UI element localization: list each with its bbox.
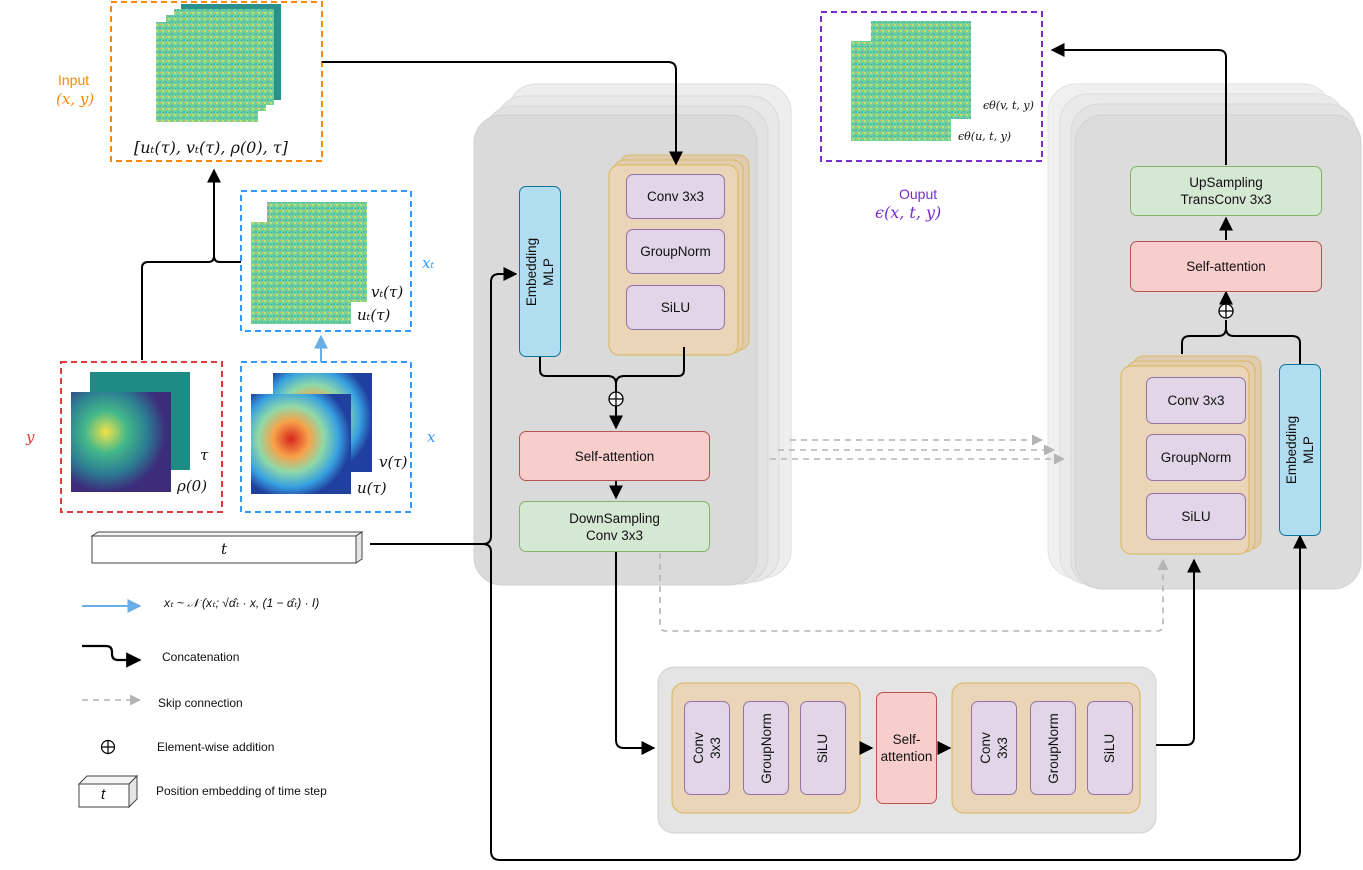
output-title: Ouput bbox=[899, 186, 938, 202]
bottleneck-groupnorm-left-label: GroupNorm bbox=[758, 712, 774, 784]
xt-field-stack bbox=[251, 202, 367, 324]
output-frame bbox=[820, 11, 1043, 162]
down-groupnorm: GroupNorm bbox=[626, 229, 725, 274]
bottleneck-self-attention: Self- attention bbox=[876, 692, 937, 804]
xt-side-label: xₜ bbox=[422, 254, 435, 272]
legend-pos-text: Position embedding of time step bbox=[156, 784, 327, 798]
bottleneck-conv-left-label: Conv 3x3 bbox=[690, 732, 723, 764]
up-self-attention: Self-attention bbox=[1130, 241, 1322, 292]
input-vector: [uₜ(τ), vₜ(τ), ρ(0), τ] bbox=[134, 138, 288, 157]
down-downsampling: DownSampling Conv 3x3 bbox=[519, 501, 710, 552]
bottleneck-conv-right: Conv 3x3 bbox=[971, 701, 1017, 795]
legend-noise-text: xₜ ~ 𝒩 (xₜ; √α̂ₜ · x, (1 − α̂ₜ) · I) bbox=[164, 596, 320, 610]
bottleneck-conv-right-label: Conv 3x3 bbox=[977, 732, 1010, 764]
down-silu: SiLU bbox=[626, 285, 725, 330]
skip-connections bbox=[659, 434, 1169, 632]
input-subtitle: (x, y) bbox=[56, 90, 95, 108]
time-bar-label: t bbox=[221, 540, 228, 558]
main-arrows bbox=[141, 43, 1307, 861]
y-field-stack bbox=[71, 372, 190, 492]
add-symbol-up bbox=[1218, 303, 1234, 319]
up-embedding-mlp: Embedding MLP bbox=[1279, 364, 1321, 536]
bottleneck-groupnorm-right: GroupNorm bbox=[1030, 701, 1076, 795]
output-subtitle: ϵ(x, t, y) bbox=[875, 203, 942, 222]
y-tau-label: τ bbox=[200, 446, 209, 464]
up-silu: SiLU bbox=[1146, 493, 1246, 540]
add-symbol-down bbox=[608, 391, 624, 407]
bottleneck-conv-left: Conv 3x3 bbox=[684, 701, 730, 795]
bottleneck-silu-left: SiLU bbox=[800, 701, 846, 795]
legend-pos-t: t bbox=[101, 786, 106, 803]
output-eps-u: ϵθ(u, t, y) bbox=[958, 130, 1012, 143]
x-field-stack bbox=[251, 373, 372, 494]
input-title: Input bbox=[58, 72, 90, 88]
down-self-attention: Self-attention bbox=[519, 431, 710, 481]
bottleneck-groupnorm-left: GroupNorm bbox=[743, 701, 789, 795]
bottleneck-silu-left-label: SiLU bbox=[815, 733, 831, 763]
x-u-label: u(τ) bbox=[357, 479, 387, 497]
input-frame bbox=[110, 1, 323, 162]
bottleneck-silu-right-label: SiLU bbox=[1102, 733, 1118, 763]
y-rho-label: ρ(0) bbox=[177, 477, 208, 495]
up-embedding-label: Embedding MLP bbox=[1284, 415, 1316, 485]
x-v-label: v(τ) bbox=[379, 453, 408, 471]
down-embedding-mlp: Embedding MLP bbox=[519, 186, 561, 357]
up-conv-3x3: Conv 3x3 bbox=[1146, 377, 1246, 424]
x-frame bbox=[240, 361, 412, 513]
bottleneck-silu-right: SiLU bbox=[1087, 701, 1133, 795]
up-upsampling: UpSampling TransConv 3x3 bbox=[1130, 166, 1322, 216]
x-side-label: x bbox=[427, 428, 436, 446]
legend-graphics bbox=[77, 599, 142, 809]
xt-u-label: uₜ(τ) bbox=[357, 306, 391, 324]
legend-concat-text: Concatenation bbox=[162, 650, 240, 664]
y-side-label: y bbox=[26, 428, 35, 446]
xt-v-label: vₜ(τ) bbox=[371, 283, 404, 301]
legend-skip-text: Skip connection bbox=[158, 696, 243, 710]
down-embedding-label: Embedding MLP bbox=[524, 237, 556, 306]
time-bar bbox=[90, 531, 364, 564]
down-conv-3x3: Conv 3x3 bbox=[626, 174, 725, 219]
y-frame bbox=[60, 361, 223, 513]
up-groupnorm: GroupNorm bbox=[1146, 434, 1246, 481]
input-field-stack bbox=[156, 4, 281, 122]
output-eps-v: ϵθ(v, t, y) bbox=[983, 99, 1034, 112]
bottleneck-groupnorm-right-label: GroupNorm bbox=[1045, 712, 1061, 784]
output-field-stack bbox=[851, 21, 971, 141]
legend-add-text: Element-wise addition bbox=[157, 740, 275, 754]
